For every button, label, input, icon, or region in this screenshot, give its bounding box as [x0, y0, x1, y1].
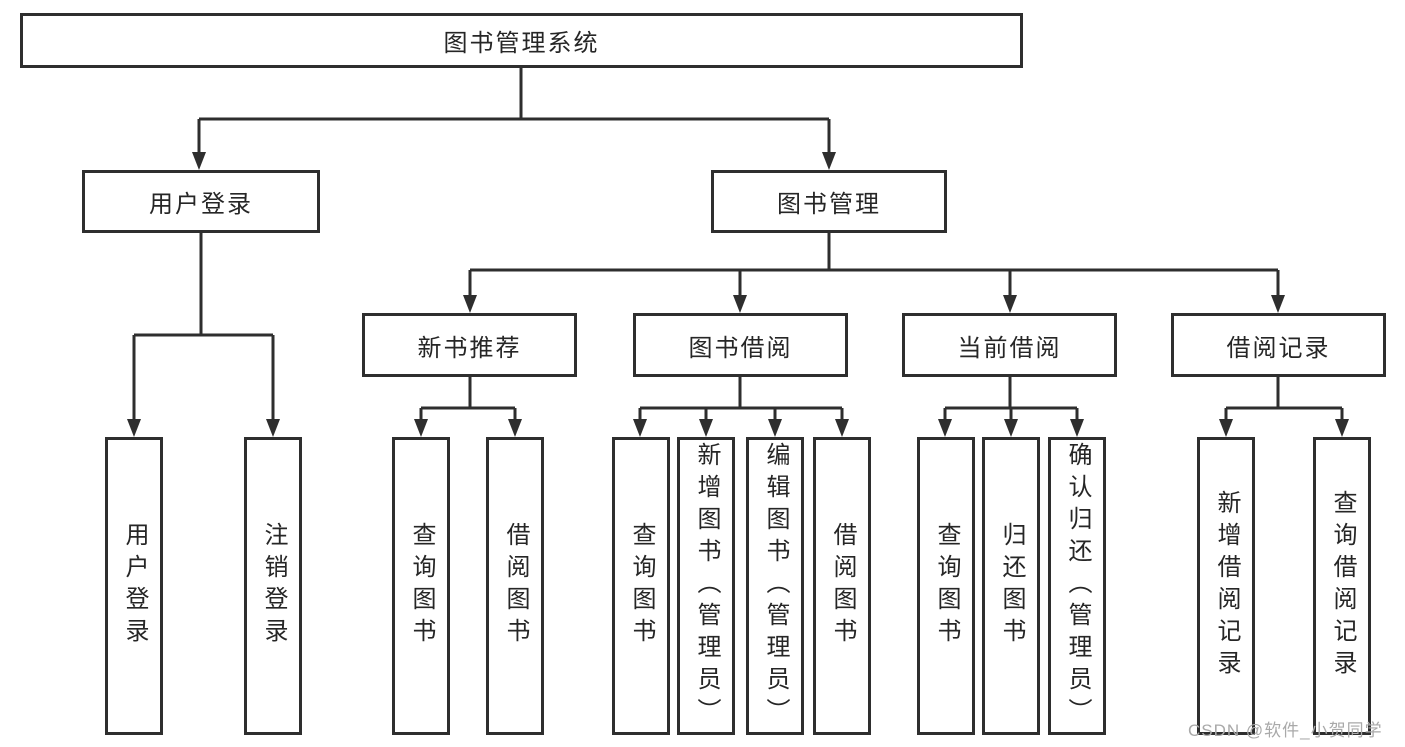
- leaf-logout: 注销登录: [244, 437, 302, 735]
- leaf-query-books-borrowing-label: 查询图书: [628, 522, 655, 650]
- leaf-add-books-admin-label: 新增图书（管理员）: [693, 442, 720, 730]
- leaf-query-books-recommend-label: 查询图书: [408, 522, 435, 650]
- leaf-query-books-current: 查询图书: [917, 437, 975, 735]
- leaf-add-borrow-record: 新增借阅记录: [1197, 437, 1255, 735]
- leaf-user-login: 用户登录: [105, 437, 163, 735]
- node-library-management-system: 图书管理系统: [20, 13, 1023, 68]
- leaf-user-login-label: 用户登录: [121, 522, 148, 650]
- leaf-edit-books-admin: 编辑图书（管理员）: [746, 437, 804, 735]
- node-user-login: 用户登录: [82, 170, 320, 233]
- leaf-add-borrow-record-label: 新增借阅记录: [1213, 490, 1240, 682]
- leaf-query-books-current-label: 查询图书: [933, 522, 960, 650]
- node-current-borrowing: 当前借阅: [902, 313, 1117, 377]
- leaf-query-books-borrowing: 查询图书: [612, 437, 670, 735]
- node-borrowing-records: 借阅记录: [1171, 313, 1386, 377]
- leaf-confirm-return-admin: 确认归还（管理员）: [1048, 437, 1106, 735]
- leaf-return-books-label: 归还图书: [998, 522, 1025, 650]
- leaf-logout-label: 注销登录: [260, 522, 287, 650]
- leaf-query-borrow-record-label: 查询借阅记录: [1329, 490, 1356, 682]
- node-new-book-recommendation: 新书推荐: [362, 313, 577, 377]
- leaf-borrow-books-borrowing: 借阅图书: [813, 437, 871, 735]
- leaf-add-books-admin: 新增图书（管理员）: [677, 437, 735, 735]
- leaf-edit-books-admin-label: 编辑图书（管理员）: [762, 442, 789, 730]
- leaf-borrow-books-recommend-label: 借阅图书: [502, 522, 529, 650]
- leaf-borrow-books-recommend: 借阅图书: [486, 437, 544, 735]
- node-book-management: 图书管理: [711, 170, 947, 233]
- csdn-watermark: CSDN @软件_小贺同学: [1188, 721, 1383, 740]
- leaf-query-borrow-record: 查询借阅记录: [1313, 437, 1371, 735]
- leaf-borrow-books-borrowing-label: 借阅图书: [829, 522, 856, 650]
- leaf-confirm-return-admin-label: 确认归还（管理员）: [1064, 442, 1091, 730]
- node-book-borrowing: 图书借阅: [633, 313, 848, 377]
- leaf-return-books: 归还图书: [982, 437, 1040, 735]
- leaf-query-books-recommend: 查询图书: [392, 437, 450, 735]
